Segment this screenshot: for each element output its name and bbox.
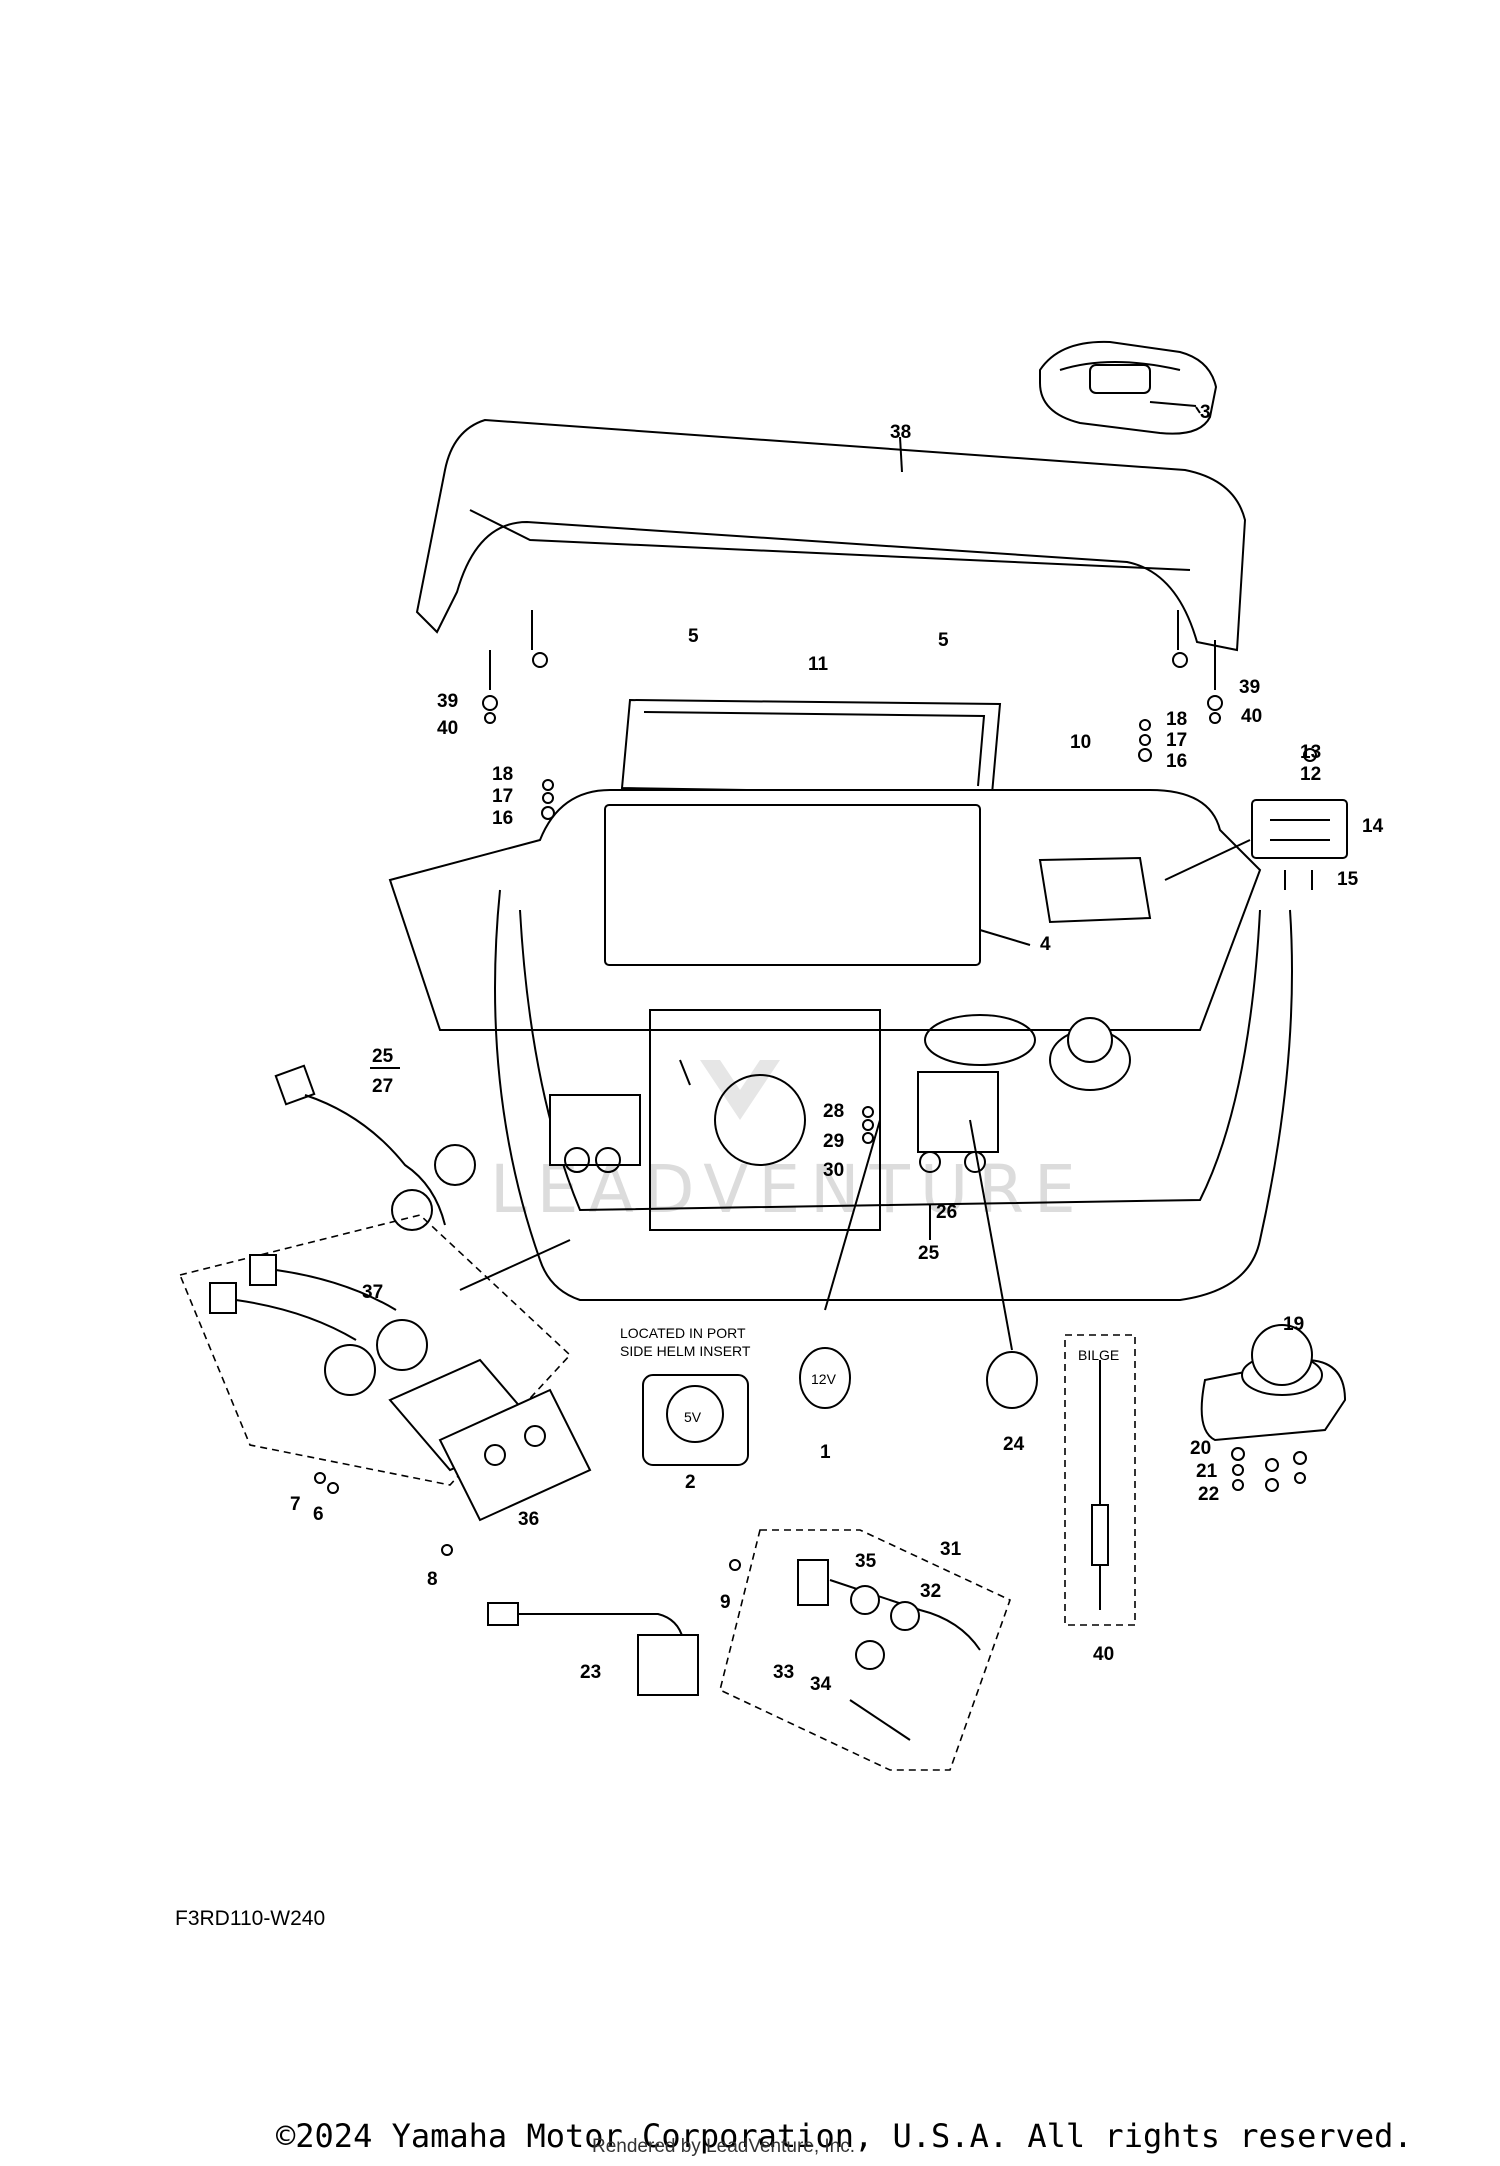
callout-27: 27 xyxy=(372,1076,393,1097)
callout-34: 34 xyxy=(810,1674,832,1695)
bilge-label: BILGE xyxy=(1078,1347,1119,1363)
callout-38: 38 xyxy=(890,422,911,443)
part-console-top xyxy=(388,698,1262,1031)
note-line-1: LOCATED IN PORT xyxy=(620,1325,746,1341)
callout-13: 13 xyxy=(1300,742,1321,763)
part-12v-socket: 12V xyxy=(799,1119,881,1409)
callout-33: 33 xyxy=(773,1662,794,1683)
callout-32: 32 xyxy=(920,1581,941,1602)
callout-29: 29 xyxy=(823,1131,844,1152)
callout-1: 1 xyxy=(820,1442,831,1463)
callout-5b: 5 xyxy=(938,630,949,651)
callout-20: 20 xyxy=(1190,1438,1211,1459)
callout-24: 24 xyxy=(1003,1434,1025,1455)
callout-22: 22 xyxy=(1198,1484,1219,1505)
callout-16b: 16 xyxy=(1166,751,1187,772)
callout-3: 3 xyxy=(1200,402,1211,423)
callout-40c: 40 xyxy=(1093,1644,1114,1665)
callout-21: 21 xyxy=(1196,1461,1218,1482)
callout-18a: 18 xyxy=(492,764,513,785)
part-remote-fob xyxy=(1039,340,1218,435)
part-console-knob xyxy=(1049,1017,1131,1091)
callout-39b: 39 xyxy=(1239,677,1260,698)
notes: LOCATED IN PORT SIDE HELM INSERT BILGE F… xyxy=(175,1325,1119,1930)
callout-36: 36 xyxy=(518,1509,539,1530)
part-plug xyxy=(969,1119,1038,1409)
group-switch-kit xyxy=(178,1214,592,1522)
callout-labels: 3 38 5 5 11 39 40 39 40 18 17 16 13 12 1… xyxy=(290,402,1384,1695)
callout-25b: 25 xyxy=(918,1243,940,1264)
group-wiring-kit xyxy=(719,1529,1011,1771)
callout-23: 23 xyxy=(580,1662,601,1683)
callout-25a: 25 xyxy=(372,1046,394,1067)
callout-40a: 40 xyxy=(437,718,458,739)
callout-14: 14 xyxy=(1362,816,1384,837)
part-transducer xyxy=(487,1602,699,1696)
rendered-by-note: Rendered by LeadVenture, Inc. xyxy=(592,2136,856,2157)
callout-40b: 40 xyxy=(1241,706,1262,727)
callout-39a: 39 xyxy=(437,691,458,712)
callout-2: 2 xyxy=(685,1472,696,1493)
note-line-2: SIDE HELM INSERT xyxy=(620,1343,751,1359)
part-usb-socket: 5V xyxy=(642,1374,749,1466)
part-helm-knob xyxy=(1200,1324,1347,1442)
fasteners xyxy=(314,652,1317,1571)
part-harness xyxy=(274,1064,476,1231)
diagram-code: F3RD110-W240 xyxy=(175,1907,325,1930)
callout-16a: 16 xyxy=(492,808,513,829)
socket-5v-text: 5V xyxy=(684,1409,702,1425)
copyright-notice: ©2024 Yamaha Motor Corporation, U.S.A. A… xyxy=(276,2117,1413,2155)
callout-37: 37 xyxy=(362,1282,383,1303)
socket-12v-text: 12V xyxy=(811,1371,837,1387)
callout-5a: 5 xyxy=(688,626,699,647)
callout-35: 35 xyxy=(855,1551,877,1572)
part-grab-bar xyxy=(415,418,1247,690)
callout-10: 10 xyxy=(1070,732,1091,753)
leader-lines xyxy=(459,406,1201,1291)
callout-15: 15 xyxy=(1337,869,1359,890)
callout-9: 9 xyxy=(720,1592,731,1613)
callout-19: 19 xyxy=(1283,1314,1304,1335)
part-helm-console xyxy=(494,889,1293,1301)
callout-7: 7 xyxy=(290,1494,301,1515)
callout-12: 12 xyxy=(1300,764,1321,785)
callout-18b: 18 xyxy=(1166,709,1187,730)
part-switch-panel xyxy=(1164,799,1348,890)
callout-6: 6 xyxy=(313,1504,324,1525)
callout-11: 11 xyxy=(808,654,829,675)
callout-17a: 17 xyxy=(492,786,513,807)
callout-28: 28 xyxy=(823,1101,844,1122)
callout-8: 8 xyxy=(427,1569,438,1590)
part-bilge-harness xyxy=(1064,1334,1136,1626)
callout-30: 30 xyxy=(823,1160,844,1181)
callout-17b: 17 xyxy=(1166,730,1187,751)
callout-4: 4 xyxy=(1040,934,1051,955)
callout-31: 31 xyxy=(940,1539,962,1560)
callout-26: 26 xyxy=(936,1202,957,1223)
